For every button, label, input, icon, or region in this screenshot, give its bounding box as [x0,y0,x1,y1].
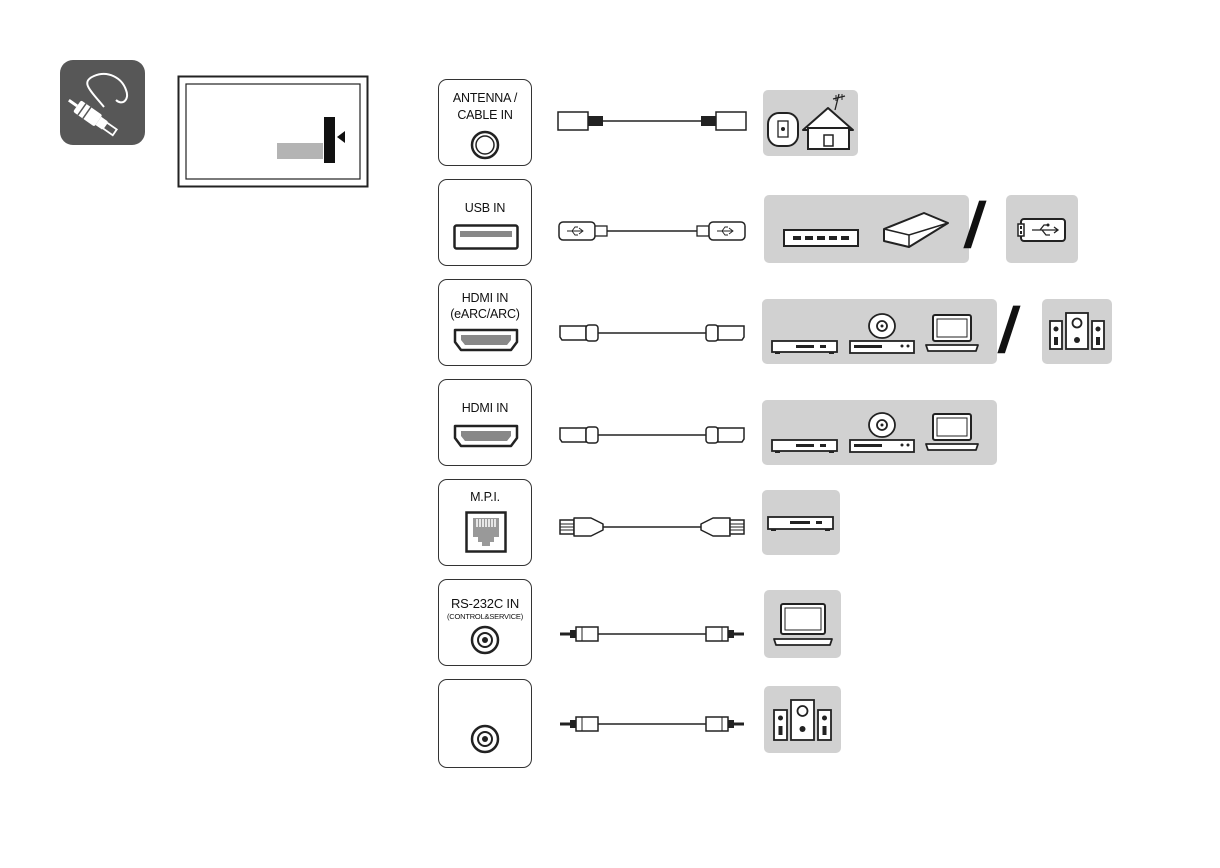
device-group [762,299,997,364]
port-label: CABLE IN [439,108,531,122]
device-group [762,400,997,465]
port-label: ANTENNA / [439,91,531,105]
set-top-box-icon [772,341,837,354]
port-sublabel: (CONTROL&SERVICE) [439,612,531,621]
coaxial-cable-icon [557,108,747,134]
port-hdmi-earc: HDMI IN (eARC/ARC) [438,279,532,366]
hdmi-port-icon [453,328,519,352]
rj45-port-icon [465,511,507,553]
port-label: HDMI IN [439,401,531,415]
hdmi-cable-icon [557,320,747,346]
usb-port-icon [453,224,519,250]
audio-jack-icon [469,723,501,755]
coaxial-jack-icon [469,129,501,161]
port-label: RS-232C IN [439,596,531,611]
usb-stick-icon [1006,195,1078,263]
port-label: M.P.I. [439,490,531,504]
port-audio-out [438,679,532,768]
port-antenna: ANTENNA / CABLE IN [438,79,532,166]
device-group [764,195,969,263]
stereo-cable-icon [557,714,747,734]
cable-plug-icon [60,60,145,145]
laptop-icon [764,590,841,658]
house-antenna-icon [803,94,853,149]
device-group-alt [1042,299,1112,364]
laptop-icon [926,315,978,351]
device-group [763,90,858,156]
port-usb: USB IN [438,179,532,266]
port-label: (eARC/ARC) [439,307,531,321]
disc-player-icon [850,314,914,353]
set-top-box-icon [772,440,837,453]
audio-jack-icon [469,624,501,656]
disc-player-icon [850,413,914,452]
device-group [764,686,841,753]
device-group [762,490,840,555]
set-top-box-icon [762,490,840,555]
separator-slash: / [995,295,1023,365]
port-rs232c: RS-232C IN (CONTROL&SERVICE) [438,579,532,666]
laptop-icon [926,414,978,450]
lan-cable-icon [557,514,747,540]
device-group [764,590,841,658]
speaker-system-icon [764,686,841,753]
port-mpi: M.P.I. [438,479,532,566]
external-hdd-icon [884,213,948,247]
stereo-cable-icon [557,624,747,644]
tv-back-panel-icon [177,75,369,188]
hdmi-cable-icon [557,422,747,448]
usb-cable-icon [557,218,747,244]
hdmi-port-icon [453,424,519,448]
usb-hub-icon [784,230,858,246]
port-label: HDMI IN [439,291,531,305]
speaker-system-icon [1042,299,1112,364]
device-group-alt [1006,195,1078,263]
port-label: USB IN [439,201,531,215]
wall-outlet-icon [768,113,798,146]
port-hdmi: HDMI IN [438,379,532,466]
